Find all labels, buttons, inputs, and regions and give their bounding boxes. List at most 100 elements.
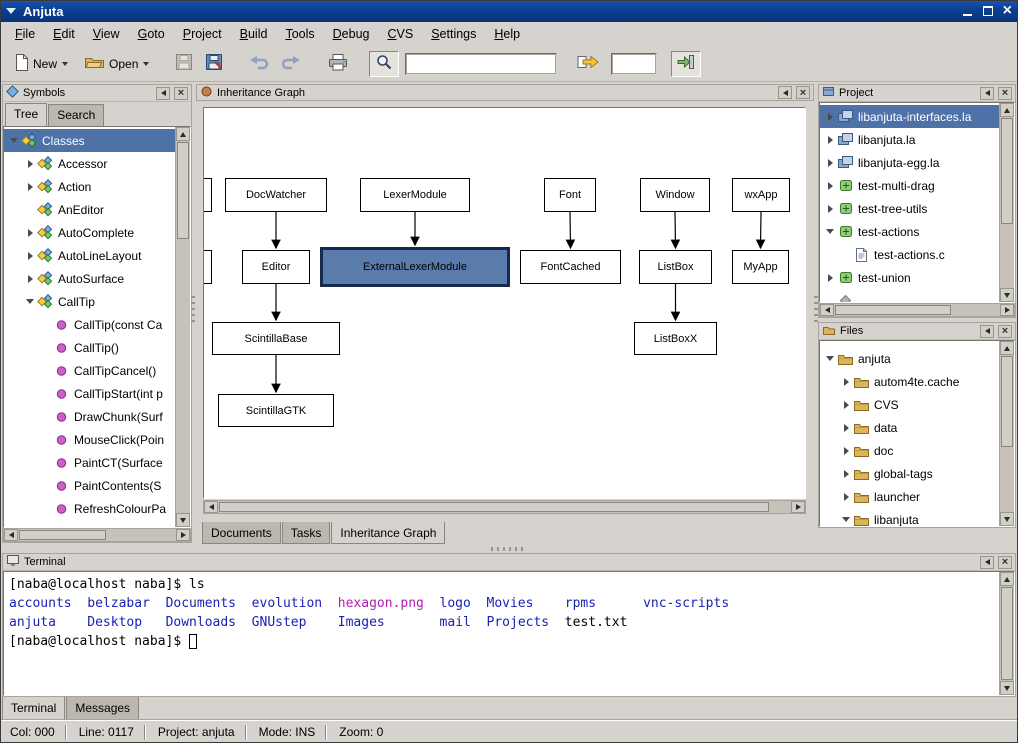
project-item-test-multi-drag[interactable]: test-multi-drag [820, 174, 999, 197]
window-menu-icon[interactable] [6, 8, 16, 14]
file-item-launcher[interactable]: launcher [820, 485, 999, 508]
enter-location-button[interactable] [671, 50, 702, 77]
expander-icon[interactable] [840, 377, 852, 386]
project-item-test-actions-c[interactable]: test-actions.c [820, 243, 999, 266]
project-close-button[interactable] [998, 86, 1012, 100]
graph-close-button[interactable] [796, 86, 810, 99]
file-item-libanjuta[interactable]: libanjuta [820, 508, 999, 526]
file-item-data[interactable]: data [820, 416, 999, 439]
search-entry[interactable] [405, 52, 558, 75]
scroll-down-button[interactable] [1000, 512, 1014, 526]
menu-debug[interactable]: Debug [332, 27, 370, 41]
symbol-paintct-surface[interactable]: PaintCT(Surface [4, 451, 175, 474]
files-close-button[interactable] [998, 324, 1012, 338]
expander-icon[interactable] [824, 229, 836, 234]
expander-icon[interactable] [824, 273, 836, 282]
menu-project[interactable]: Project [182, 27, 222, 41]
goto-line-entry[interactable] [611, 52, 658, 75]
scroll-up-button[interactable] [176, 127, 190, 141]
scrollbar-thumb[interactable] [1001, 118, 1013, 225]
file-item-anjuta[interactable]: anjuta [820, 347, 999, 370]
graph-node-scintillagtk[interactable]: ScintillaGTK [218, 394, 334, 427]
graph-node-lexermodule[interactable]: LexerModule [360, 178, 470, 212]
project-vertical-scrollbar[interactable] [999, 103, 1014, 302]
tab-inheritance-graph[interactable]: Inheritance Graph [331, 522, 446, 544]
expander-icon[interactable] [8, 138, 20, 143]
print-button[interactable] [321, 50, 355, 78]
scroll-down-button[interactable] [1000, 681, 1014, 695]
splitter-center-right[interactable] [814, 296, 818, 326]
symbol-paintcontents-s[interactable]: PaintContents(S [4, 474, 175, 497]
new-dropdown-icon[interactable] [62, 61, 69, 66]
expander-icon[interactable] [24, 251, 36, 260]
scroll-left-button[interactable] [4, 529, 18, 541]
maximize-button[interactable] [982, 6, 993, 16]
menu-goto[interactable]: Goto [137, 27, 165, 41]
graph-node-stub-mid[interactable] [204, 250, 212, 284]
menu-cvs[interactable]: CVS [387, 27, 414, 41]
scrollbar-thumb[interactable] [19, 530, 106, 540]
project-item-libanjuta-la[interactable]: libanjuta.la [820, 128, 999, 151]
scroll-up-button[interactable] [1000, 341, 1014, 355]
goto-button[interactable] [571, 50, 605, 78]
graph-node-font[interactable]: Font [544, 178, 596, 212]
graph-horizontal-scrollbar[interactable] [203, 500, 806, 514]
expander-icon[interactable] [24, 274, 36, 283]
graph-node-myapp[interactable]: MyApp [732, 250, 789, 284]
graph-node-wxapp[interactable]: wxApp [732, 178, 790, 212]
symbol-calltip-const-ca[interactable]: CallTip(const Ca [4, 313, 175, 336]
symbol-action[interactable]: Action [4, 175, 175, 198]
graph-node-window[interactable]: Window [640, 178, 710, 212]
graph-node-editor[interactable]: Editor [242, 250, 310, 284]
minimize-button[interactable] [962, 6, 973, 17]
new-button[interactable]: New [8, 50, 74, 78]
menu-settings[interactable]: Settings [431, 27, 477, 41]
symbol-autolinelayout[interactable]: AutoLineLayout [4, 244, 175, 267]
symbols-horizontal-scrollbar[interactable] [3, 528, 191, 542]
graph-node-docwatcher[interactable]: DocWatcher [225, 178, 327, 212]
file-item-autom4te-cache[interactable]: autom4te.cache [820, 370, 999, 393]
scroll-up-button[interactable] [1000, 572, 1014, 586]
symbols-close-button[interactable] [174, 86, 188, 100]
splitter-symbols-center[interactable] [191, 296, 195, 326]
open-dropdown-icon[interactable] [143, 61, 150, 66]
graph-undock-button[interactable] [778, 86, 792, 99]
symbol-accessor[interactable]: Accessor [4, 152, 175, 175]
expander-icon[interactable] [824, 204, 836, 213]
scroll-right-button[interactable] [791, 501, 805, 513]
scroll-right-button[interactable] [1000, 304, 1014, 316]
project-item-test-actions[interactable]: test-actions [820, 220, 999, 243]
scroll-down-button[interactable] [1000, 288, 1014, 302]
graph-node-listbox[interactable]: ListBox [639, 250, 712, 284]
close-button[interactable]: × [1002, 2, 1012, 19]
dock-tab-terminal[interactable]: Terminal [2, 697, 66, 720]
expander-icon[interactable] [24, 182, 36, 191]
save-button[interactable] [169, 50, 199, 78]
scroll-left-button[interactable] [820, 304, 834, 316]
expander-icon[interactable] [824, 158, 836, 167]
expander-icon[interactable] [24, 159, 36, 168]
symbol-autocomplete[interactable]: AutoComplete [4, 221, 175, 244]
file-item-global-tags[interactable]: global-tags [820, 462, 999, 485]
expander-icon[interactable] [824, 135, 836, 144]
file-item-cvs[interactable]: CVS [820, 393, 999, 416]
terminal-close-button[interactable] [998, 555, 1012, 569]
undo-button[interactable] [243, 50, 275, 78]
expander-icon[interactable] [840, 446, 852, 455]
find-button[interactable] [369, 50, 400, 77]
expander-icon[interactable] [824, 356, 836, 361]
files-undock-button[interactable] [980, 324, 994, 338]
expander-icon[interactable] [840, 517, 852, 522]
scrollbar-thumb[interactable] [1001, 356, 1013, 448]
graph-node-listboxx[interactable]: ListBoxX [634, 322, 717, 355]
graph-node-fontcached[interactable]: FontCached [520, 250, 621, 284]
scrollbar-thumb[interactable] [219, 502, 770, 512]
symbol-calltip[interactable]: CallTip [4, 290, 175, 313]
menu-help[interactable]: Help [494, 27, 521, 41]
menu-view[interactable]: View [92, 27, 120, 41]
expander-icon[interactable] [24, 299, 36, 304]
symbol-drawchunk-surf[interactable]: DrawChunk(Surf [4, 405, 175, 428]
open-button[interactable]: Open [78, 50, 155, 78]
symbols-vertical-scrollbar[interactable] [175, 127, 190, 527]
